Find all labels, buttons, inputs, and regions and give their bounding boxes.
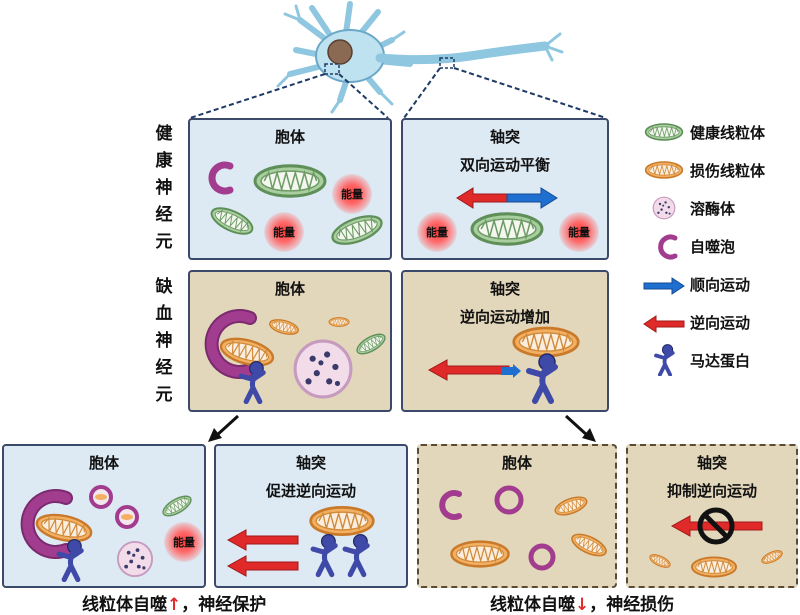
caption-neuro-damage: 线粒体自噬↓，神经损伤 (490, 595, 675, 615)
retrograde-arrow-icon (427, 359, 510, 381)
retrograde-arrow-icon (643, 315, 685, 333)
motor-protein-icon (654, 344, 675, 376)
anterograde-arrow-icon (501, 364, 521, 378)
caption-neuroprotection: 线粒体自噬↑，神经保护 (82, 595, 267, 615)
panel-title: 胞体 (501, 454, 532, 472)
panel-title: 轴突 (696, 454, 727, 472)
motor-protein-icon (340, 532, 374, 578)
damaged-mitochondrion-icon (647, 551, 673, 571)
healthy-axon-panel: 轴突 双向运动平衡 能量 能量 (401, 118, 609, 260)
damage-axon-panel: 轴突 抑制逆向运动 (626, 444, 798, 588)
panel-title: 胞体 (274, 280, 305, 298)
motor-protein-icon (523, 352, 563, 404)
damage-soma-panel: 胞体 (417, 444, 617, 588)
lysosome-icon (293, 339, 353, 399)
autophagosome-icon (115, 505, 139, 529)
up-arrow-icon: ↑ (167, 595, 182, 615)
healthy-mitochondrion-icon (353, 329, 389, 359)
legend-label: 健康线粒体 (690, 124, 766, 142)
damaged-mitochondrion-icon (690, 556, 738, 578)
neuron-illustration (189, 1, 607, 119)
healthy-mitochondrion-icon (206, 201, 258, 241)
outcome-arrow-right (564, 414, 596, 442)
healthy-soma-panel: 胞体 能量 能量 (188, 118, 392, 260)
healthy-mitochondrion-icon (644, 123, 684, 141)
healthy-mitochondrion-icon (159, 491, 195, 521)
damaged-mitochondrion-icon (759, 547, 785, 567)
panel-subtitle: 抑制逆向运动 (666, 482, 757, 500)
autophagosome-icon (528, 543, 556, 571)
autophagosome-icon (208, 161, 234, 195)
retrograde-arrow-icon (456, 187, 508, 209)
energy-icon: 能量 (559, 212, 599, 252)
legend-label: 顺向运动 (690, 276, 751, 294)
panel-title: 胞体 (274, 128, 305, 146)
outcome-arrow-left (208, 414, 240, 442)
down-arrow-icon: ↓ (575, 595, 590, 615)
ischemic-axon-panel: 轴突 逆向运动增加 (401, 270, 609, 412)
legend-label: 损伤线粒体 (690, 162, 766, 180)
damaged-mitochondrion-icon (552, 492, 590, 520)
legend-label: 马达蛋白 (690, 352, 751, 370)
damaged-mitochondrion-icon (568, 529, 610, 561)
retrograde-arrow-icon (226, 555, 299, 577)
motor-protein-icon (236, 360, 270, 404)
damaged-mitochondrion-icon (267, 316, 301, 338)
lysosome-icon (116, 540, 154, 578)
protect-axon-panel: 轴突 促进逆向运动 (214, 444, 408, 588)
protect-soma-panel: 胞体 能量 (2, 444, 206, 588)
panel-title: 轴突 (489, 280, 520, 298)
energy-icon: 能量 (164, 522, 204, 562)
panel-subtitle: 逆向运动增加 (459, 308, 550, 326)
healthy-neuron-label: 健康神经元 (155, 124, 173, 252)
ischemic-neuron-label: 缺血神经元 (155, 277, 173, 405)
anterograde-arrow-icon (506, 187, 558, 209)
energy-icon: 能量 (332, 174, 372, 214)
legend-label: 溶酶体 (690, 200, 736, 218)
anterograde-arrow-icon (643, 277, 685, 295)
ischemic-soma-panel: 胞体 (188, 270, 392, 412)
damaged-mitochondrion-icon (644, 161, 684, 179)
motor-protein-icon (308, 532, 342, 578)
panel-title: 轴突 (295, 454, 326, 472)
energy-icon: 能量 (417, 212, 457, 252)
legend-label: 自噬泡 (690, 238, 736, 256)
panel-title: 胞体 (88, 454, 119, 472)
panel-title: 轴突 (489, 128, 520, 146)
legend-label: 逆向运动 (690, 314, 751, 332)
retrograde-arrow-icon (226, 529, 299, 551)
healthy-mitochondrion-icon (327, 209, 387, 251)
inhibit-icon (697, 507, 735, 545)
energy-icon: 能量 (264, 212, 304, 252)
damaged-mitochondrion-icon (328, 317, 350, 327)
panel-subtitle: 促进逆向运动 (265, 482, 356, 500)
healthy-mitochondrion-icon (253, 164, 327, 198)
autophagosome-icon (658, 234, 678, 260)
healthy-mitochondrion-icon (470, 212, 544, 246)
autophagosome-icon (89, 485, 113, 509)
autophagosome-icon (204, 309, 257, 379)
autophagosome-icon (439, 490, 462, 520)
damaged-mitochondrion-icon (450, 540, 510, 568)
autophagosome-icon (20, 489, 73, 559)
panel-subtitle: 双向运动平衡 (459, 156, 550, 174)
autophagosome-icon (494, 485, 524, 515)
lysosome-icon (652, 196, 676, 220)
motor-protein-icon (54, 538, 88, 582)
